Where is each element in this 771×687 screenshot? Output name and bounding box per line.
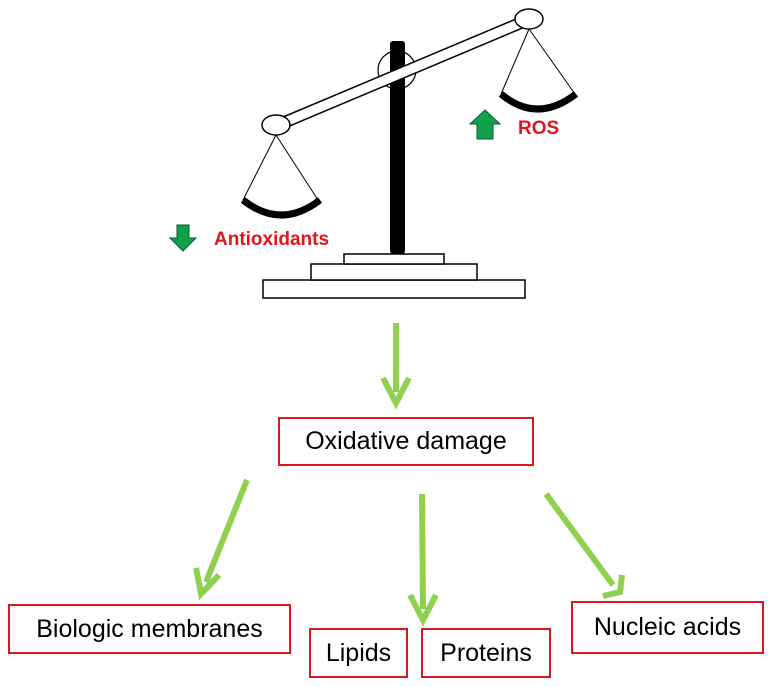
- left-pan-string-right: [275, 134, 319, 201]
- scale-post: [390, 41, 405, 254]
- scale-base-middle: [310, 263, 478, 281]
- left-pan: [240, 197, 323, 219]
- lipids-box: Lipids: [309, 628, 408, 678]
- scale-base-bottom: [262, 279, 526, 299]
- left-pan-string-left: [242, 134, 277, 201]
- ros-label: ROS: [518, 118, 560, 139]
- arrow-damage-to-lipids-proteins: [407, 493, 439, 627]
- right-pan-string-right: [528, 28, 576, 95]
- arrow-down-icon: [168, 224, 198, 252]
- right-pan-string-left: [500, 28, 530, 95]
- scale-right-knob: [514, 8, 544, 30]
- antioxidants-label: Antioxidants: [214, 229, 330, 250]
- proteins-box: Proteins: [421, 628, 551, 678]
- scale-base-top: [343, 253, 445, 265]
- arrow-scale-to-damage: [380, 323, 412, 410]
- nucleic-acids-box: Nucleic acids: [571, 601, 764, 654]
- flow-arrows: [193, 323, 625, 627]
- arrow-damage-to-nucleic-acids: [543, 492, 625, 599]
- scale-left-knob: [261, 114, 291, 136]
- oxidative-damage-box: Oxidative damage: [278, 417, 534, 466]
- right-pan: [498, 91, 579, 113]
- biologic-membranes-box: Biologic membranes: [8, 604, 291, 654]
- arrow-damage-to-membranes: [193, 478, 250, 601]
- arrow-up-icon: [468, 109, 502, 140]
- balance-scale: [240, 8, 579, 299]
